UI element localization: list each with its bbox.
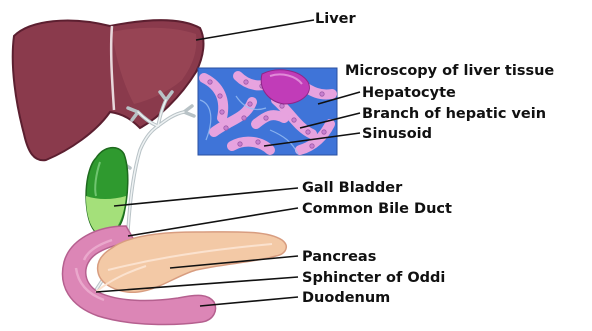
leader-duodenum — [200, 297, 298, 306]
leader-liver — [196, 20, 314, 40]
label-gall-bladder: Gall Bladder — [302, 180, 403, 196]
microscopy-panel — [198, 68, 337, 155]
label-sinusoid: Sinusoid — [362, 126, 432, 142]
label-common-bile-duct: Common Bile Duct — [302, 201, 452, 217]
leader-gall-bladder — [114, 188, 298, 206]
label-hepatocyte: Hepatocyte — [362, 85, 456, 101]
pancreas-illustration — [96, 232, 286, 292]
label-hepatic-vein: Branch of hepatic vein — [362, 106, 546, 122]
label-sphincter: Sphincter of Oddi — [302, 270, 445, 286]
label-liver: Liver — [315, 11, 356, 27]
label-microscopy: Microscopy of liver tissue — [345, 63, 554, 79]
label-duodenum: Duodenum — [302, 290, 390, 306]
label-pancreas: Pancreas — [302, 249, 376, 265]
gall-bladder-illustration — [86, 148, 128, 236]
labels: Liver Microscopy of liver tissue Hepatoc… — [302, 11, 554, 306]
liver-illustration — [13, 20, 204, 160]
